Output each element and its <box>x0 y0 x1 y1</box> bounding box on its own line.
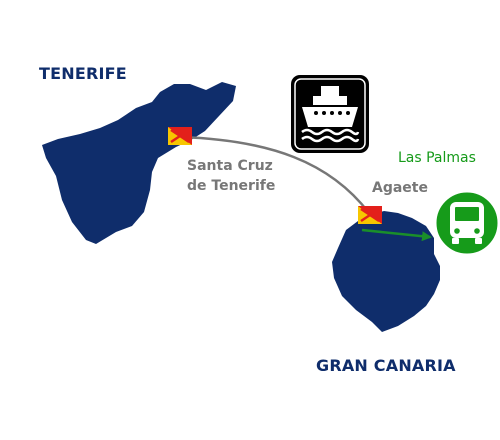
santa-cruz-label-line2: de Tenerife <box>187 178 276 194</box>
santa-cruz-label: Santa Cruz de Tenerife <box>187 156 275 196</box>
ferry-icon <box>291 75 369 153</box>
gran-canaria-island <box>332 211 440 332</box>
tenerife-island <box>42 82 236 244</box>
santa-cruz-label-line1: Santa Cruz <box>187 158 273 174</box>
ferry-route <box>179 135 370 214</box>
agaete-label: Agaete <box>372 180 428 196</box>
gran-canaria-label: GRAN CANARIA <box>316 356 456 375</box>
bus-route-arrow <box>361 228 432 242</box>
bus-icon <box>433 189 500 257</box>
tenerife-label: TENERIFE <box>39 64 127 83</box>
las-palmas-label: Las Palmas <box>398 150 476 166</box>
port-flag-icon <box>358 206 382 224</box>
port-flag-icon <box>168 127 192 145</box>
